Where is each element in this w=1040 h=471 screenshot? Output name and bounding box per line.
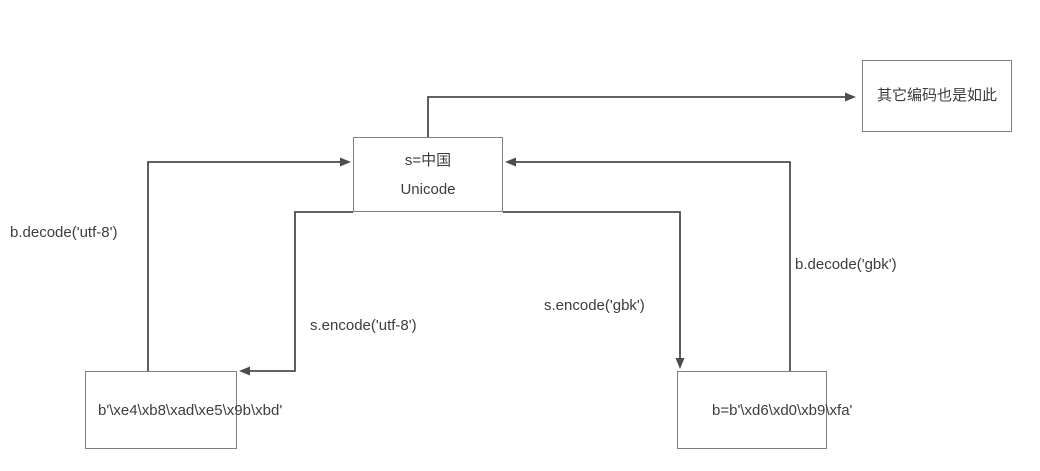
gbk-bytes-node: b=b'\xd6\xd0\xb9\xfa' <box>677 371 852 449</box>
unicode-node-line1: s=中国 <box>404 151 452 169</box>
utf8-bytes-node: b'\xe4\xb8\xad\xe5\x9b\xbd' <box>85 371 282 449</box>
edge-label-encode-utf8: s.encode('utf-8') <box>310 317 417 334</box>
arrowhead-left-icon <box>239 366 250 376</box>
edge-label-encode-gbk: s.encode('gbk') <box>544 297 645 314</box>
unicode-node-line2: Unicode <box>400 180 456 198</box>
other-encodings-label: 其它编码也是如此 <box>876 87 997 105</box>
gbk-bytes-label: b=b'\xd6\xd0\xb9\xfa' <box>712 401 853 419</box>
arrowhead-left-icon <box>505 157 516 167</box>
arrow-utf8-to-unicode <box>147 157 351 371</box>
other-encodings-node: 其它编码也是如此 <box>862 60 1012 132</box>
arrowhead-down-icon <box>675 358 685 369</box>
arrow-unicode-to-other <box>427 92 856 137</box>
arrowhead-right-icon <box>845 92 856 102</box>
edge-label-decode-utf8: b.decode('utf-8') <box>10 224 118 241</box>
arrow-unicode-to-utf8 <box>239 211 353 376</box>
arrowhead-right-icon <box>340 157 351 167</box>
arrow-gbk-to-unicode <box>505 157 791 371</box>
edge-label-decode-gbk: b.decode('gbk') <box>795 256 897 273</box>
utf8-bytes-label: b'\xe4\xb8\xad\xe5\x9b\xbd' <box>98 401 283 419</box>
arrow-unicode-to-gbk <box>503 211 685 369</box>
unicode-node: s=中国 Unicode <box>353 137 503 212</box>
